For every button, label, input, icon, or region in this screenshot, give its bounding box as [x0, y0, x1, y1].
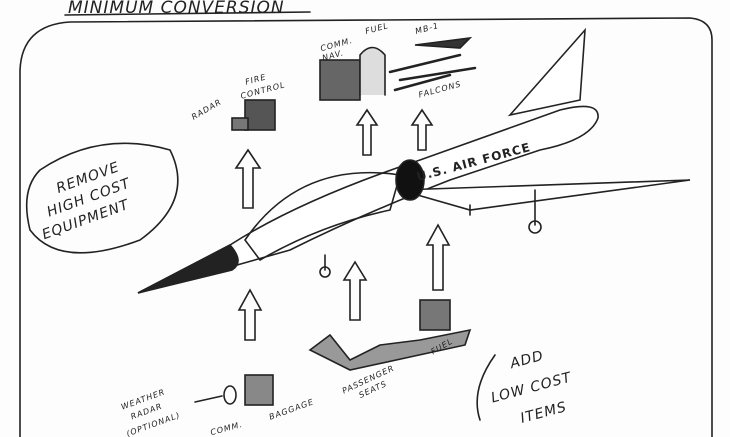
- weather-radar-dish: [223, 385, 237, 405]
- passenger-seats: [308, 328, 472, 371]
- comm-nav-box: [319, 59, 361, 101]
- fire-control-box: [244, 99, 276, 131]
- weather-radar-pointer: [194, 395, 223, 403]
- fuel-cells: [419, 299, 451, 331]
- fuel-tank: [359, 46, 386, 96]
- intake: [395, 159, 425, 201]
- title: MINIMUM CONVERSION: [68, 0, 285, 18]
- removal-arrows: [234, 108, 434, 209]
- comm-box: [244, 374, 274, 406]
- fuselage: [137, 105, 599, 294]
- frame-border: [19, 17, 713, 437]
- tail-fin: [507, 27, 586, 117]
- wing: [399, 179, 691, 211]
- addition-arrows: [237, 223, 451, 341]
- radar-box: [231, 117, 249, 131]
- title-underline: [64, 11, 311, 16]
- falcon-missiles: [388, 53, 477, 92]
- mb1-rocket: [414, 36, 473, 49]
- remove-note-circle: [25, 142, 179, 254]
- nose-radome: [137, 244, 239, 294]
- add-note-bracket: [476, 354, 496, 421]
